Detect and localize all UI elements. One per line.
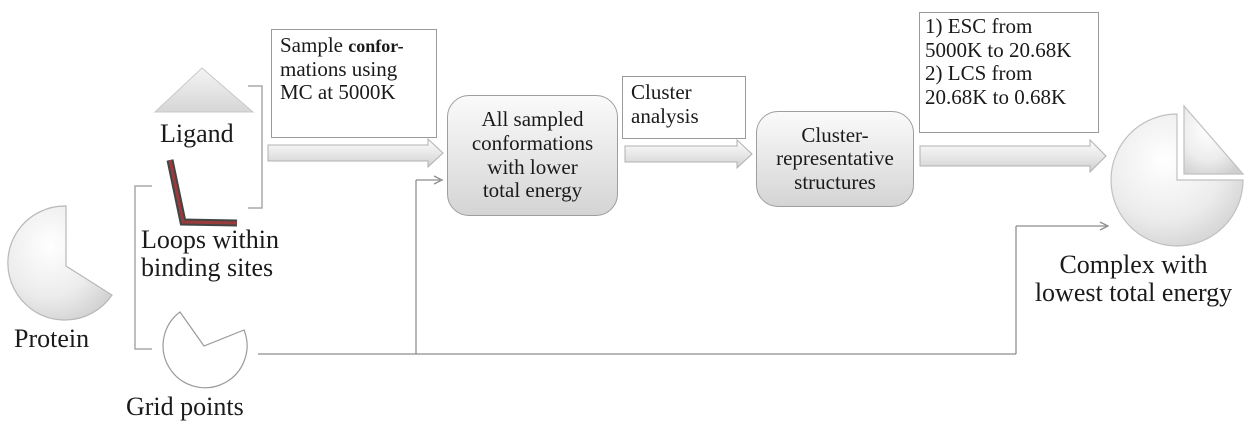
sampled-line2: conformations bbox=[471, 130, 594, 155]
rep-line2: representative bbox=[776, 146, 894, 171]
rep-line3: structures bbox=[794, 169, 876, 194]
binding-loop-icon bbox=[166, 159, 238, 227]
sampling-line3: MC at 5000K bbox=[280, 80, 396, 105]
grid-connector-lines bbox=[258, 175, 1110, 355]
complex-label: Complex with lowest total energy bbox=[1020, 250, 1247, 308]
ligand-loops-bracket bbox=[248, 85, 263, 209]
arrow-cluster bbox=[624, 138, 753, 170]
complex-pie-icon bbox=[1110, 104, 1245, 247]
sampled-line3: with lower bbox=[487, 154, 578, 179]
ligand-triangle-icon bbox=[153, 67, 255, 113]
sampling-line1: Sample confor- bbox=[280, 33, 404, 57]
annealing-step-box: 1) ESC from 5000K to 20.68K 2) LCS from … bbox=[919, 12, 1099, 133]
protein-label: Protein bbox=[14, 324, 90, 353]
anneal-line4: 20.68K to 0.68K bbox=[925, 84, 1067, 109]
anneal-line2: 5000K to 20.68K bbox=[925, 37, 1072, 62]
loops-label: Loops within binding sites bbox=[141, 225, 279, 283]
grid-points-pie-icon bbox=[162, 311, 248, 389]
arrow-annealing bbox=[919, 138, 1107, 174]
cluster-analysis-box: Cluster analysis bbox=[622, 76, 746, 139]
loops-label-line1: Loops within bbox=[141, 225, 279, 254]
sampled-line1: All sampled bbox=[481, 107, 584, 132]
anneal-line3: 2) LCS from bbox=[925, 61, 1033, 86]
protein-pie-icon bbox=[7, 205, 113, 321]
cluster-representative-box: Cluster- representative structures bbox=[756, 111, 914, 207]
loops-label-line2: binding sites bbox=[141, 253, 274, 283]
ligand-label: Ligand bbox=[160, 119, 234, 148]
sampling-step-box: Sample confor- mations using MC at 5000K bbox=[271, 29, 437, 138]
complex-label-line2: lowest total energy bbox=[1034, 278, 1233, 308]
sampled-conformations-box: All sampled conformations with lower tot… bbox=[447, 95, 618, 216]
sampled-line4: total energy bbox=[482, 178, 583, 203]
complex-label-line1: Complex with bbox=[1059, 250, 1208, 279]
cluster-line1: Cluster bbox=[631, 80, 692, 104]
arrow-sampling bbox=[267, 137, 444, 169]
anneal-line1: 1) ESC from bbox=[925, 14, 1033, 38]
cluster-line2: analysis bbox=[631, 103, 699, 128]
rep-line1: Cluster- bbox=[801, 122, 869, 147]
grid-points-label: Grid points bbox=[126, 392, 244, 421]
sampling-line2: mations using bbox=[280, 56, 398, 81]
protein-bracket bbox=[134, 185, 152, 350]
